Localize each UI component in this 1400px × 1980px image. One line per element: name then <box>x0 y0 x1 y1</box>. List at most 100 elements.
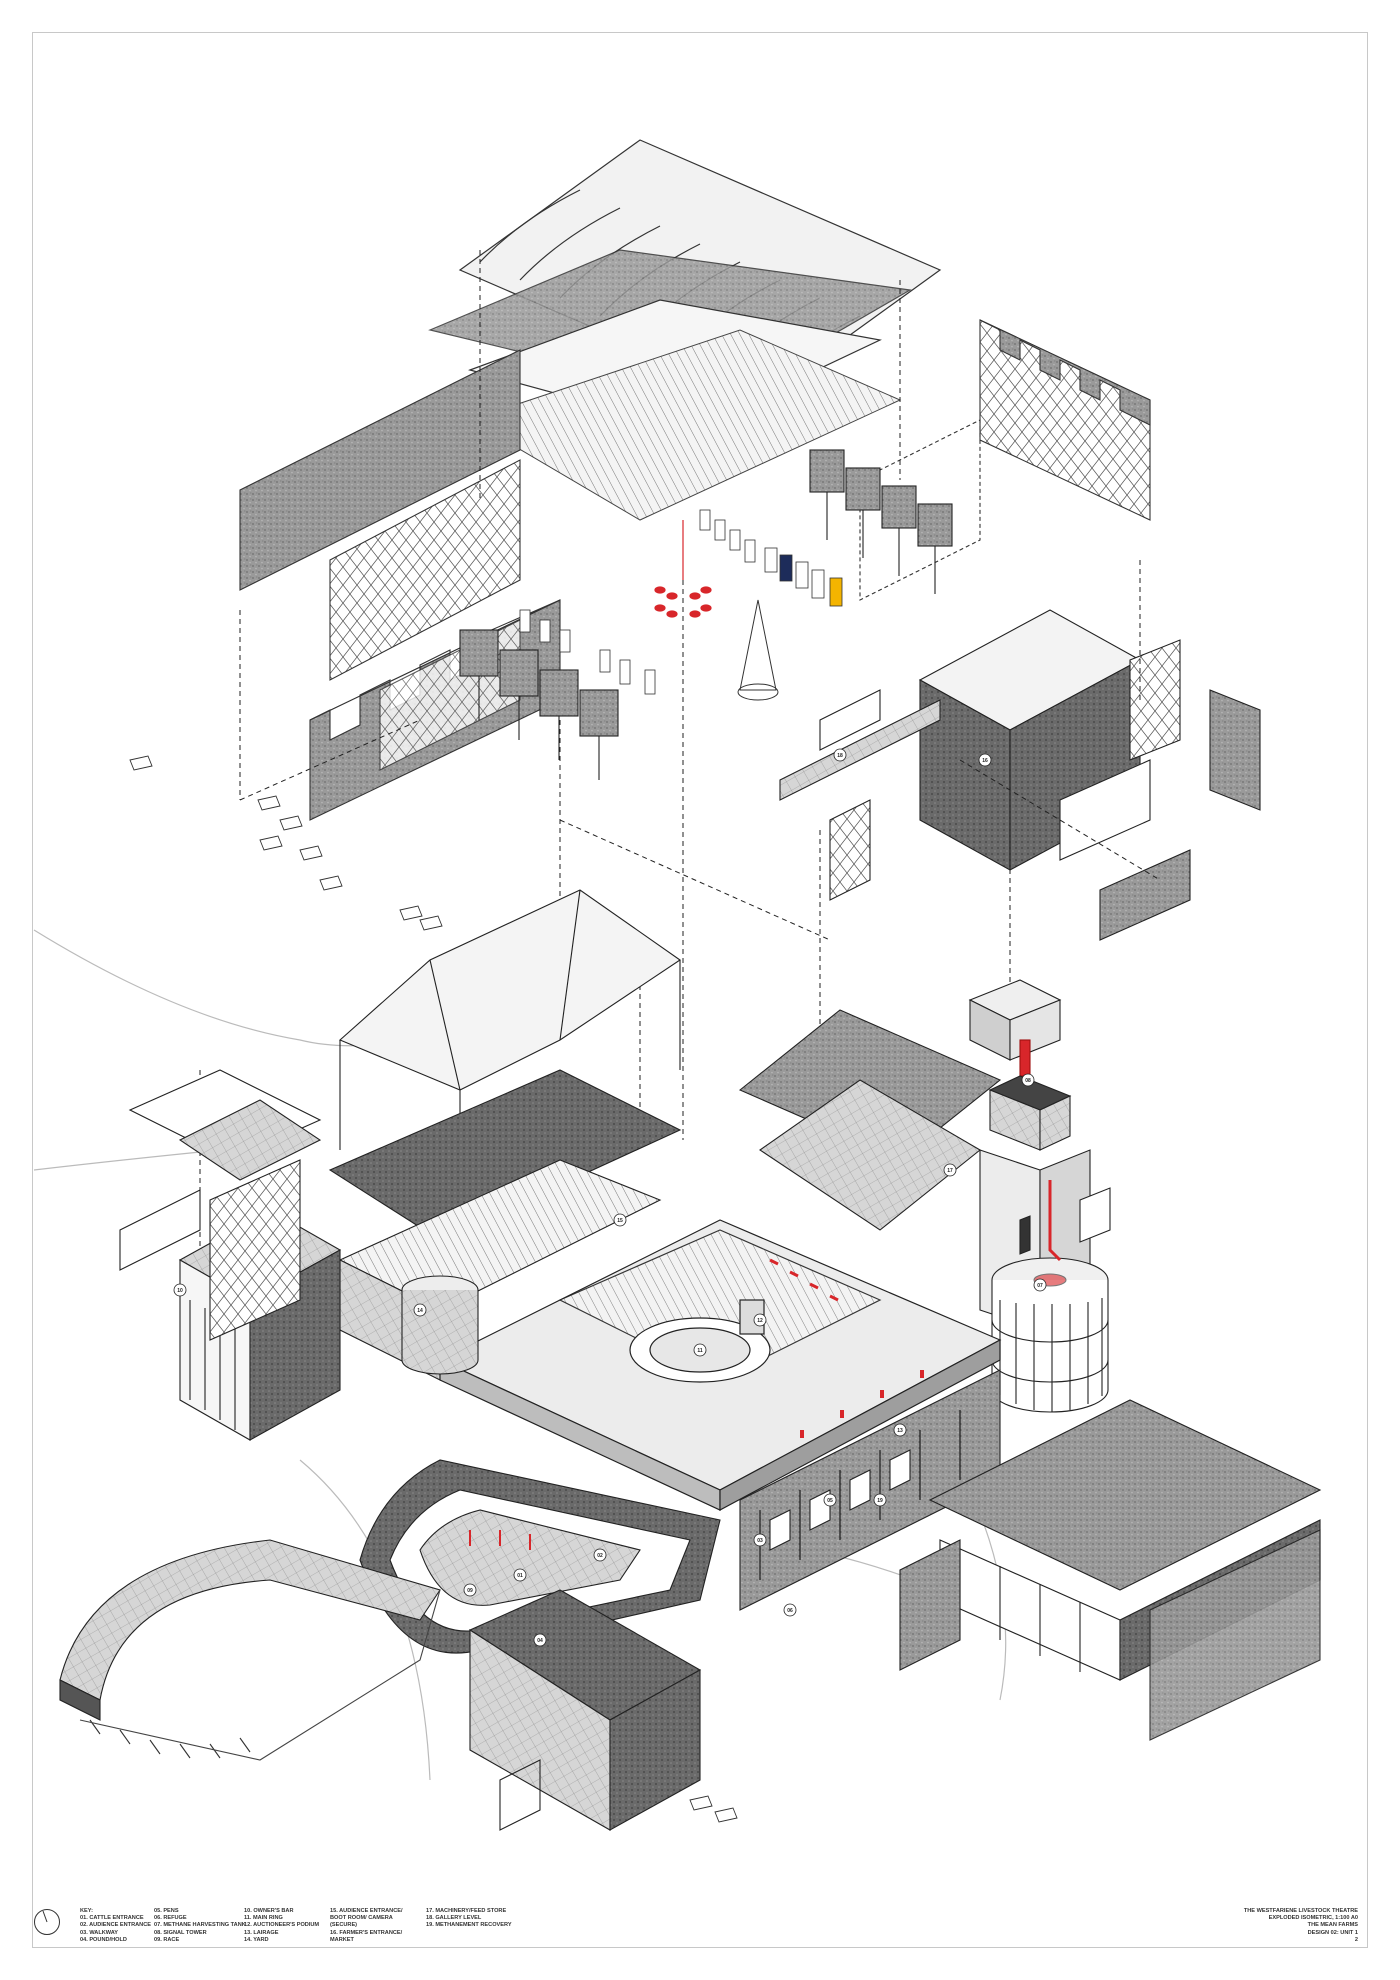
key-item: 03. WALKWAY <box>80 1929 119 1936</box>
key-column-2: 05. PENS 06. REFUGE 07. METHANE HARVESTI… <box>154 1908 246 1944</box>
callout-marker: 04 <box>533 1633 547 1647</box>
key-item: 02. AUDIENCE ENTRANCE <box>80 1922 151 1929</box>
callout-circle <box>463 1583 477 1597</box>
red-chandelier <box>654 520 712 618</box>
key-column-1: KEY: 01. CATTLE ENTRANCE 02. AUDIENCE EN… <box>80 1908 151 1944</box>
curved-pound-canopy <box>59 1539 441 1761</box>
callout-circle <box>613 1213 627 1227</box>
callout-marker: 09 <box>463 1583 477 1597</box>
cattle-entrance-shed <box>468 1589 702 1831</box>
callout-marker: 19 <box>873 1493 887 1507</box>
key-item: BOOT ROOM/ CAMERA <box>330 1915 393 1922</box>
gallery-building <box>779 609 1261 941</box>
upper-wall-right <box>859 319 1151 601</box>
key-item: 13. LAIRAGE <box>244 1929 279 1936</box>
methane-tank <box>991 1180 1109 1413</box>
callout-marker: 12 <box>753 1313 767 1327</box>
project-title: THE WESTFARIENE LIVESTOCK THEATRE <box>1243 1908 1358 1914</box>
callout-marker: 07 <box>1033 1278 1047 1292</box>
callout-marker: 08 <box>1021 1073 1035 1087</box>
callout-circle <box>753 1313 767 1327</box>
callout-number: 13 <box>897 1428 903 1434</box>
hanging-lantern <box>737 599 779 701</box>
key-item: 16. FARMER'S ENTRANCE/ <box>330 1929 403 1936</box>
callout-number: 05 <box>827 1498 833 1504</box>
callout-circle <box>823 1493 837 1507</box>
upper-wall-left <box>239 349 521 681</box>
callout-number: 07 <box>1037 1283 1043 1289</box>
key-column-4: 15. AUDIENCE ENTRANCE/ BOOT ROOM/ CAMERA… <box>330 1908 403 1944</box>
observation-boxes-right <box>809 449 953 594</box>
key-item: (SECURE) <box>330 1922 358 1929</box>
key-item: 09. RACE <box>154 1936 180 1943</box>
key-column-5: 17. MACHINERY/FEED STORE 18. GALLERY LEV… <box>426 1908 512 1930</box>
key-item: 05. PENS <box>154 1908 179 1914</box>
callout-marker: 13 <box>893 1423 907 1437</box>
key-column-3: 10. OWNER'S BAR 11. MAIN RING 12. AUCTIO… <box>244 1908 319 1944</box>
callout-layer: 01 02 03 04 05 06 07 08 09 10 11 12 13 14 15 16 17 18 19 <box>173 748 1047 1647</box>
callout-marker: 11 <box>693 1343 707 1357</box>
key-heading: KEY: <box>80 1908 93 1914</box>
callout-number: 18 <box>837 753 843 759</box>
callout-number: 15 <box>617 1218 623 1224</box>
callout-circle <box>753 1533 767 1547</box>
unit-name: DESIGN 02: UNIT 1 <box>1307 1929 1358 1936</box>
key-item: 07. METHANE HARVESTING TANK <box>154 1922 246 1929</box>
callout-marker: 01 <box>513 1568 527 1582</box>
callout-marker: 05 <box>823 1493 837 1507</box>
callout-marker: 03 <box>753 1533 767 1547</box>
key-item: 18. GALLERY LEVEL <box>426 1915 482 1922</box>
key-item: 01. CATTLE ENTRANCE <box>80 1915 144 1922</box>
covered-yard <box>899 1399 1322 1741</box>
callout-number: 17 <box>947 1168 953 1174</box>
sponsor-banners <box>519 509 843 695</box>
key-item: MARKET <box>330 1936 354 1943</box>
key-item: 10. OWNER'S BAR <box>244 1908 294 1914</box>
key-item: 17. MACHINERY/FEED STORE <box>426 1908 507 1914</box>
callout-number: 04 <box>537 1638 543 1644</box>
cattle-group <box>129 755 738 1823</box>
sheet-border <box>32 32 1368 1948</box>
callout-circle <box>513 1568 527 1582</box>
main-auction-platform <box>438 1219 1002 1512</box>
callout-marker: 06 <box>783 1603 797 1617</box>
key-item: 19. METHANEMENT RECOVERY <box>426 1922 512 1929</box>
drawing-type: EXPLODED ISOMETRIC, 1:100 A0 <box>1268 1915 1358 1922</box>
north-arrow-icon <box>34 1909 60 1935</box>
callout-number: 02 <box>597 1553 603 1559</box>
feed-store-shed <box>738 1009 1002 1231</box>
callout-circle <box>978 753 992 767</box>
cattle-race <box>359 1459 721 1654</box>
callout-marker: 15 <box>613 1213 627 1227</box>
callout-circle <box>873 1493 887 1507</box>
callout-circle <box>1033 1278 1047 1292</box>
callout-circle <box>833 748 847 762</box>
callout-circle <box>1021 1073 1035 1087</box>
callout-circle <box>413 1303 427 1317</box>
key-item: 04. POUND/HOLD <box>80 1936 127 1943</box>
callout-number: 10 <box>177 1288 183 1294</box>
callout-number: 16 <box>982 758 988 764</box>
callout-circle <box>783 1603 797 1617</box>
page-number: 2 <box>1354 1936 1358 1943</box>
callout-marker: 14 <box>413 1303 427 1317</box>
key-item: 14. YARD <box>244 1936 269 1943</box>
callout-number: 03 <box>757 1538 763 1544</box>
callout-marker: 10 <box>173 1283 187 1297</box>
callout-circle <box>593 1548 607 1562</box>
callout-number: 11 <box>697 1348 703 1354</box>
key-item: 12. AUCTIONEER'S PODIUM <box>244 1922 320 1929</box>
callout-number: 12 <box>757 1318 763 1324</box>
callout-marker: 18 <box>833 748 847 762</box>
callout-circle <box>893 1423 907 1437</box>
small-refuge-cylinder <box>401 1275 479 1375</box>
owners-bar-building <box>119 1069 322 1341</box>
key-item: 08. SIGNAL TOWER <box>154 1929 207 1936</box>
callout-marker: 02 <box>593 1548 607 1562</box>
callout-circle <box>533 1633 547 1647</box>
callout-marker: 16 <box>978 753 992 767</box>
key-item: 11. MAIN RING <box>244 1915 283 1922</box>
studio-name: THE MEAN FARMS <box>1307 1922 1358 1929</box>
